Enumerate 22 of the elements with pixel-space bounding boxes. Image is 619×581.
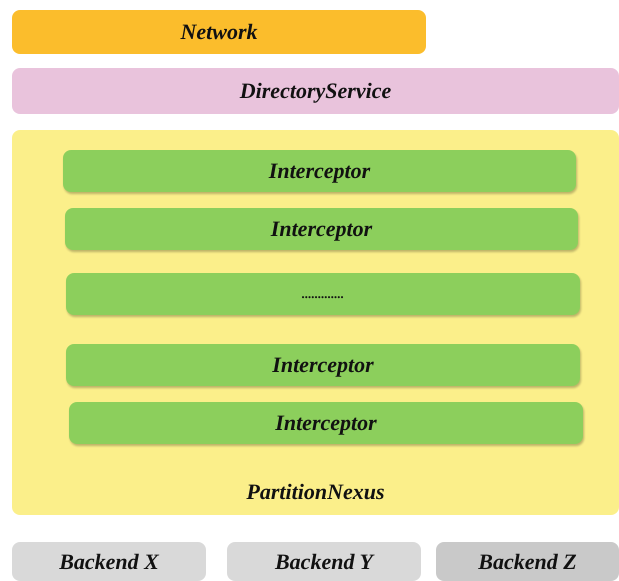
container-panel [12, 130, 619, 515]
layer-label: Backend Y [275, 548, 373, 574]
layer-label: Interceptor [268, 158, 370, 184]
layer-box [12, 10, 426, 54]
layer-label: Network [180, 19, 258, 45]
backend-box [12, 542, 206, 581]
layer-label: Interceptor [272, 352, 374, 378]
backend-box [436, 542, 619, 581]
interceptor-box [63, 150, 576, 192]
layer-label: PartitionNexus [245, 479, 386, 505]
interceptor-box [66, 273, 580, 315]
layer-label: Interceptor [270, 216, 372, 242]
layer-label: Backend X [59, 548, 159, 574]
layer-label: DirectoryService [240, 78, 392, 104]
layer-label: Backend Z [478, 548, 577, 574]
interceptor-box [66, 344, 580, 386]
ellipsis-label: ............. [302, 286, 344, 302]
interceptor-box [65, 208, 578, 250]
layer-label: Interceptor [275, 410, 377, 436]
interceptor-box [69, 402, 583, 444]
layer-box [12, 68, 619, 114]
backend-box [227, 542, 421, 581]
